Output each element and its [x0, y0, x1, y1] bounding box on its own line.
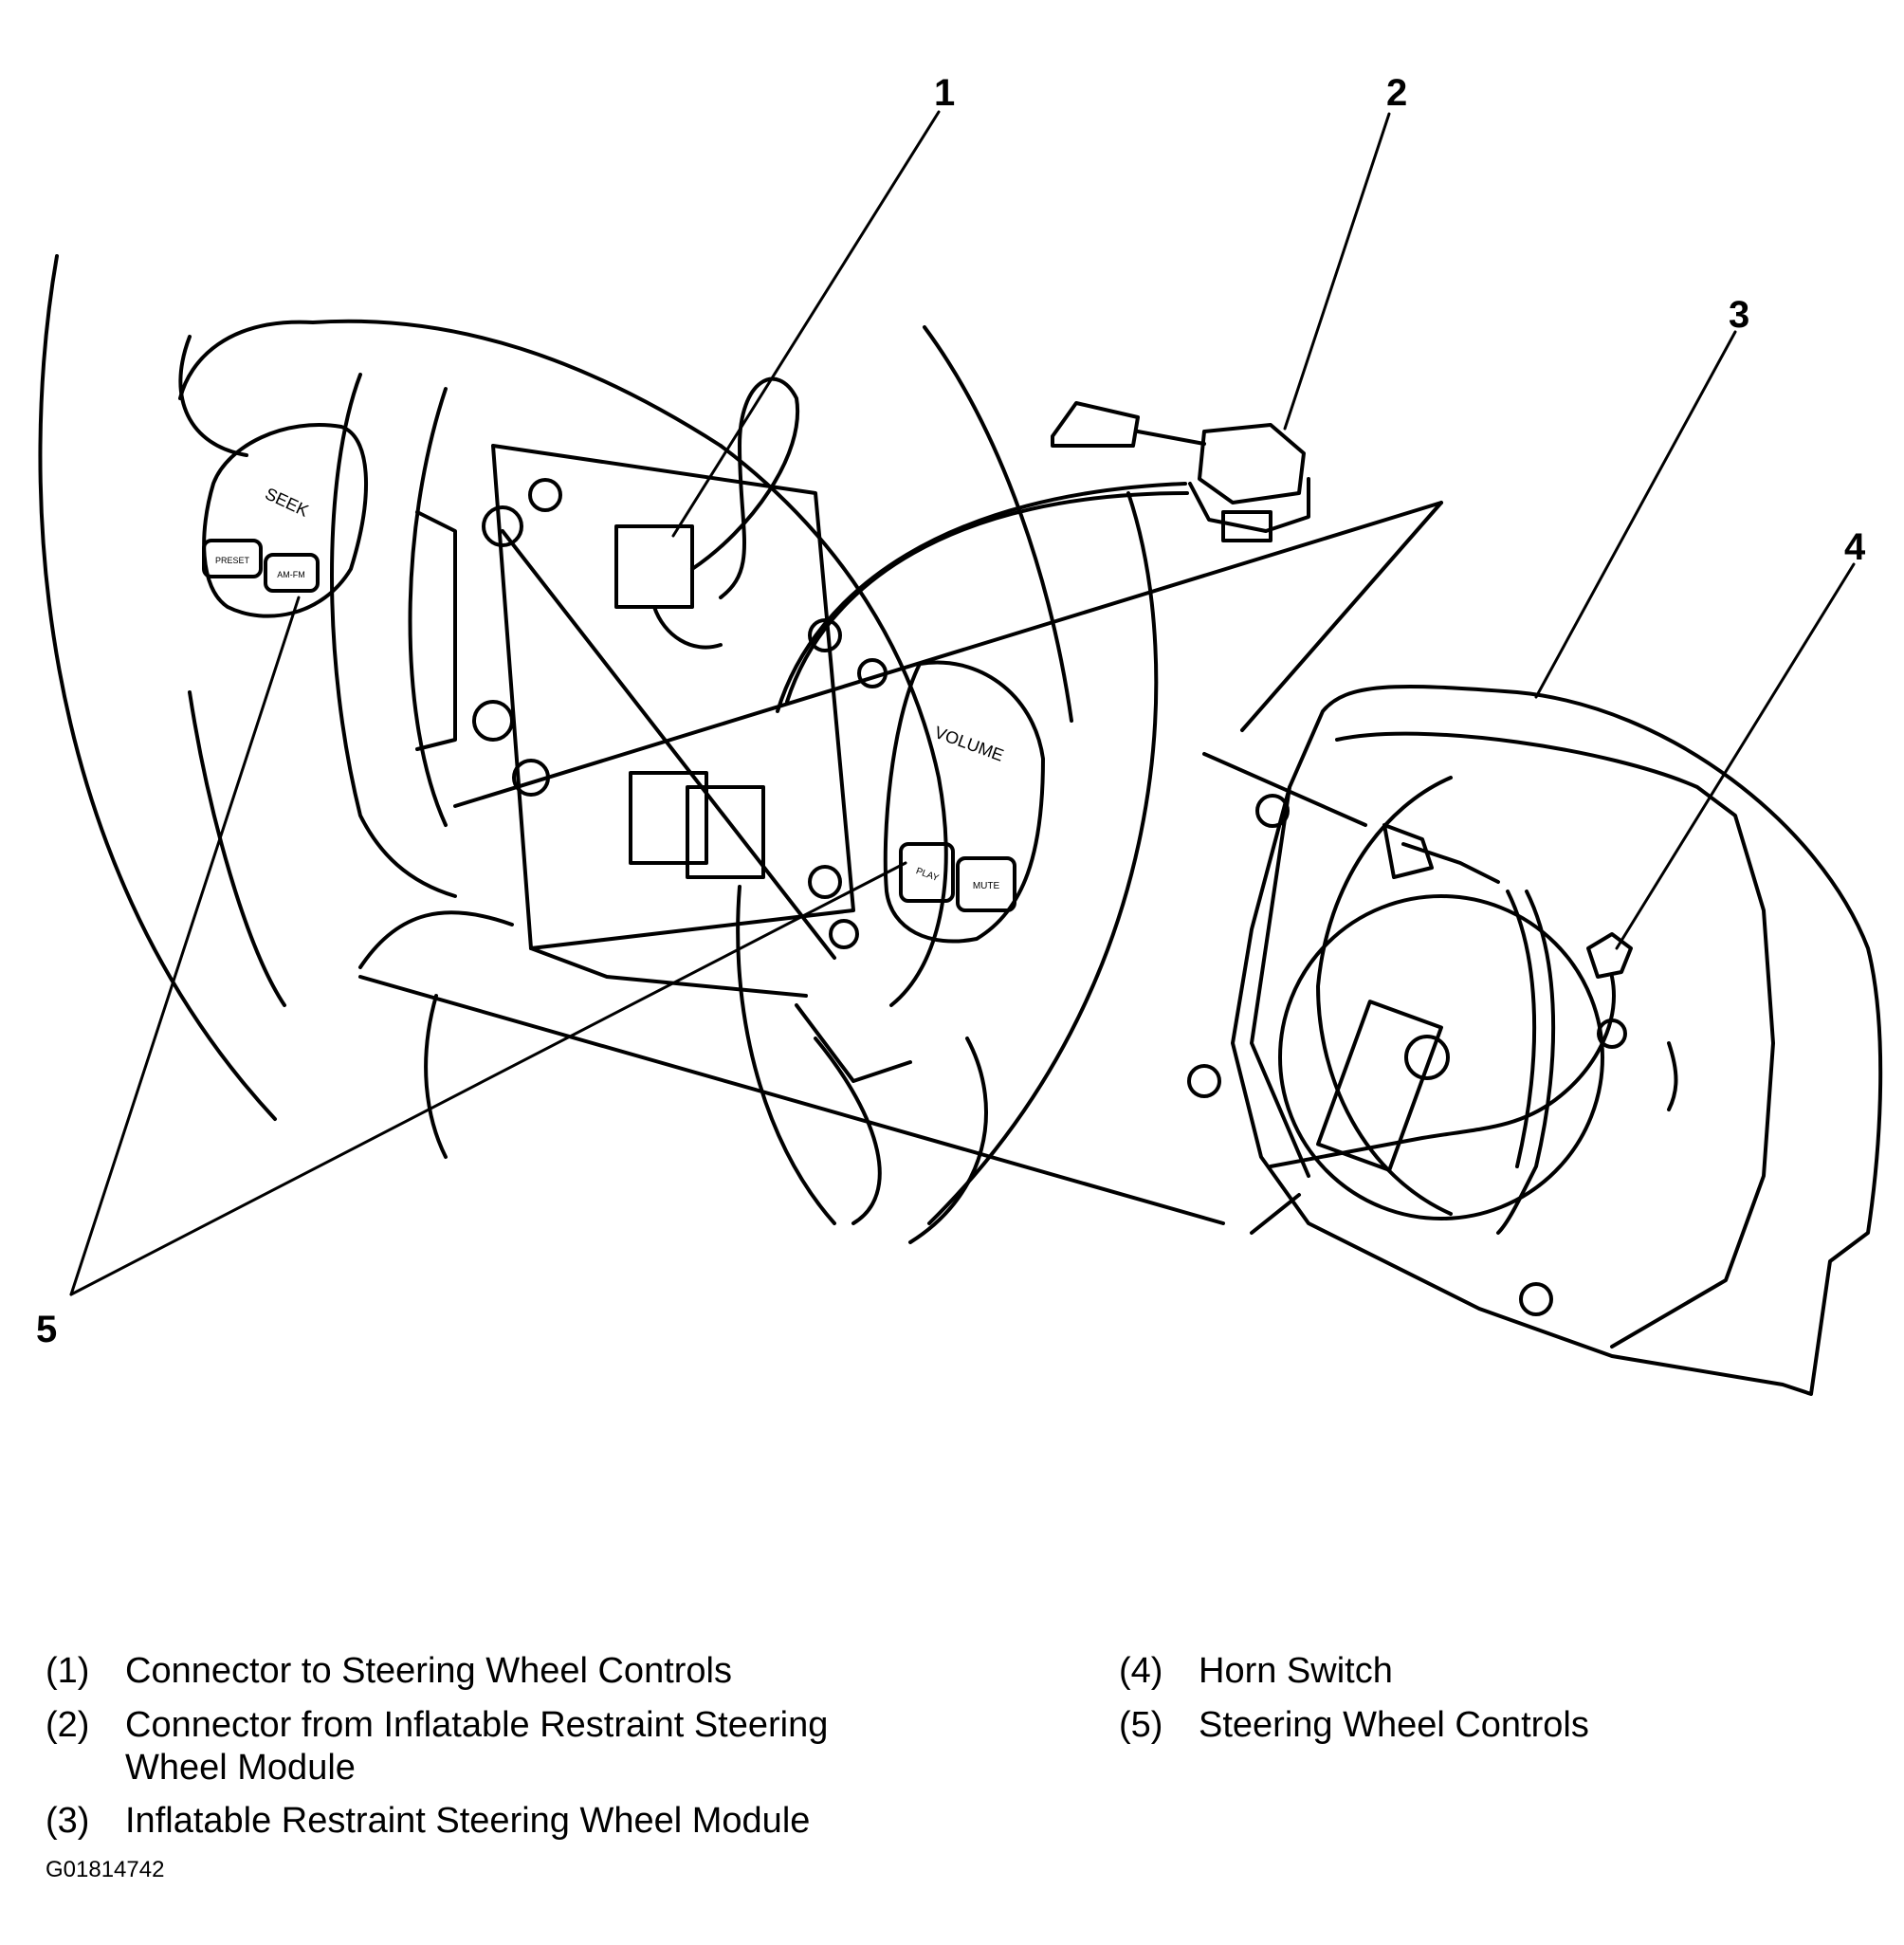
- play-label: PLAY: [914, 866, 940, 884]
- legend-text: Connector to Steering Wheel Controls: [125, 1651, 732, 1691]
- leader-line-3: [1534, 330, 1737, 699]
- airbag-module: [1187, 685, 1883, 1396]
- steering-wheel-diagram: SEEK PRESET AM-FM VOLUME PLAY MUTE: [38, 110, 1883, 1396]
- mute-label: MUTE: [973, 881, 1000, 891]
- legend-left: (1) Connector to Steering Wheel Controls…: [46, 1650, 994, 1854]
- legend-text: Inflatable Restraint Steering Wheel Modu…: [125, 1801, 811, 1842]
- legend-text: Horn Switch: [1199, 1651, 1393, 1691]
- leader-line-4: [1615, 562, 1856, 950]
- volume-label: VOLUME: [932, 723, 1006, 765]
- legend-right: (4) Horn Switch (5) Steering Wheel Contr…: [1119, 1650, 1858, 1758]
- module-connector: [1051, 401, 1310, 542]
- legend-item: (5) Steering Wheel Controls: [1119, 1704, 1858, 1747]
- legend-text: Connector from Inflatable Restraint Stee…: [125, 1704, 829, 1788]
- right-control-pod: [883, 660, 1045, 944]
- connector-relation-lines: [358, 501, 1443, 1235]
- leader-line-5b: [69, 861, 907, 1296]
- legend-number: (2): [46, 1704, 90, 1745]
- figure-id: G01814742: [46, 1857, 165, 1882]
- leader-line-5a: [69, 596, 301, 1296]
- leader-line-1: [671, 110, 941, 538]
- callout-2: 2: [1386, 72, 1408, 114]
- callout-3: 3: [1729, 294, 1750, 336]
- wire-harness: [776, 482, 1189, 713]
- leader-lines: [69, 110, 1856, 1296]
- leader-line-2: [1283, 112, 1391, 431]
- legend-item: (2) Connector from Inflatable Restraint …: [46, 1704, 994, 1789]
- callout-1: 1: [934, 72, 956, 114]
- legend-item: (3) Inflatable Restraint Steering Wheel …: [46, 1800, 994, 1843]
- seek-label: SEEK: [263, 484, 312, 520]
- callout-4: 4: [1844, 526, 1866, 568]
- legend-item: (1) Connector to Steering Wheel Controls: [46, 1650, 994, 1693]
- legend-number: (3): [46, 1801, 90, 1842]
- callout-5: 5: [36, 1309, 58, 1350]
- legend-number: (4): [1119, 1651, 1163, 1691]
- legend-number: (5): [1119, 1704, 1163, 1745]
- legend-item: (4) Horn Switch: [1119, 1650, 1858, 1693]
- steering-wheel-outline: [38, 254, 1159, 1244]
- legend-number: (1): [46, 1651, 90, 1691]
- steering-hub: [178, 319, 948, 1083]
- am-fm-label: AM-FM: [277, 570, 305, 579]
- preset-label: PRESET: [215, 556, 250, 565]
- legend-text: Steering Wheel Controls: [1199, 1704, 1589, 1745]
- left-control-pod: [202, 423, 369, 618]
